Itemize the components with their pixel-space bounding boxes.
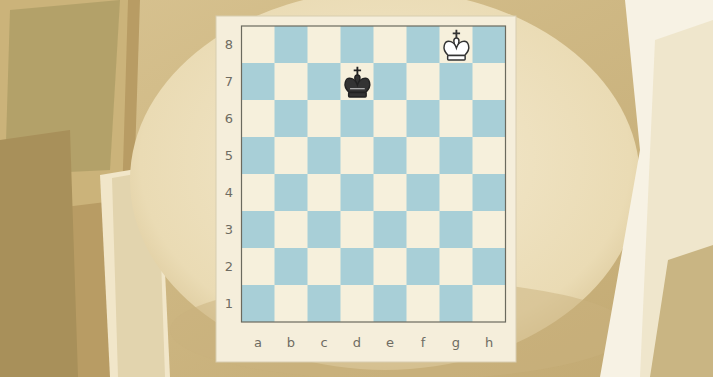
rank-number: 7 [225,75,233,88]
file-letter: b [287,336,295,349]
rank-number: 4 [225,186,233,199]
board-squares [242,26,506,322]
black-king [345,67,370,97]
rank-number: 3 [225,223,233,236]
rank-number: 8 [225,38,233,51]
rank-number: 1 [225,297,233,310]
file-letter: h [485,336,493,349]
file-letter: e [386,336,394,349]
rank-number: 5 [225,149,233,162]
file-letter: c [320,336,327,349]
board-panel [216,16,516,362]
file-letter: a [254,336,262,349]
file-letter: f [421,336,426,349]
rank-number: 2 [225,260,233,273]
rank-number: 6 [225,112,233,125]
file-letter: g [452,336,460,349]
board-border [242,26,506,322]
white-king [444,30,469,60]
file-letter: d [353,336,361,349]
